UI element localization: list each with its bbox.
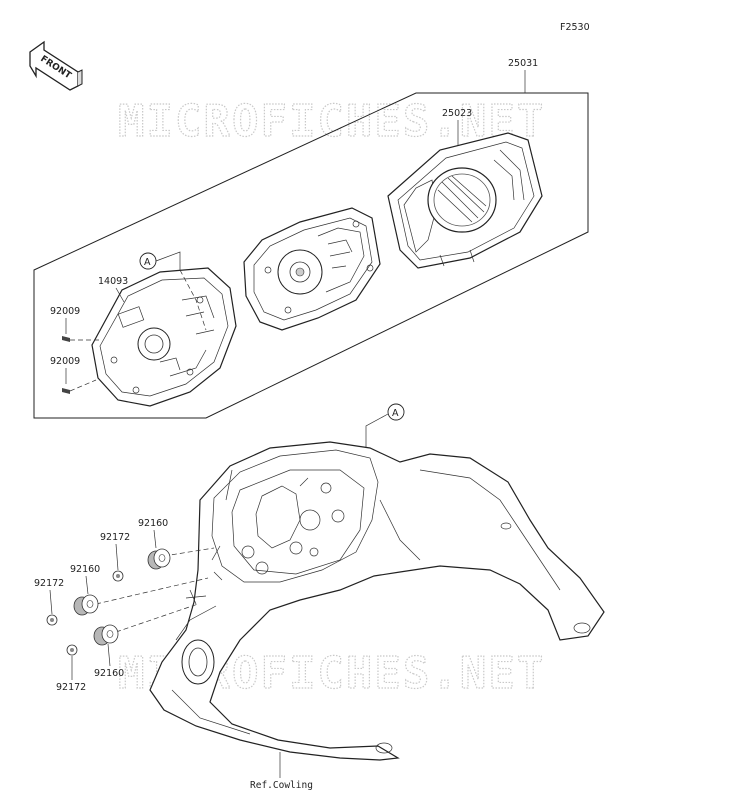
assembly-boundary: [33, 92, 589, 419]
meter-unit-part: [243, 207, 381, 331]
meter-cover-part: [387, 132, 543, 269]
label-25023: 25023: [442, 108, 472, 119]
collar-icon: [66, 644, 78, 656]
label-92172-a: 92172: [100, 532, 130, 543]
cowling-part: [149, 441, 605, 761]
dash-line-2: [95, 577, 209, 605]
grommet-icon: [147, 548, 171, 570]
label-92172-b: 92172: [34, 578, 64, 589]
front-arrow-icon: FRONT: [29, 40, 83, 91]
dash-line-3: [115, 603, 199, 633]
leader-92160-c: [107, 643, 111, 667]
ref-letter-upper: A: [144, 257, 151, 268]
label-14093: 14093: [98, 276, 128, 287]
leader-14093: [115, 287, 125, 303]
watermark-top: MICROFICHES.NET: [118, 96, 545, 147]
label-92160-a: 92160: [138, 518, 168, 529]
collar-icon: [112, 570, 124, 582]
leader-a-upper: [155, 251, 181, 270]
screw-icon: [62, 379, 97, 394]
meter-lower-case-part: [91, 267, 237, 407]
ref-letter-lower: A: [392, 408, 399, 419]
screw-icon: [62, 336, 100, 342]
leader-92172-b: [49, 589, 53, 615]
label-92009-b: 92009: [50, 356, 80, 367]
grommet-icon: [93, 624, 119, 646]
dash-a-upper: [179, 269, 207, 331]
leader-92160-b: [85, 575, 89, 595]
label-25031: 25031: [508, 58, 538, 69]
label-92172-c: 92172: [56, 682, 86, 693]
leader-92172-a: [115, 543, 119, 571]
ref-cowling-note: Ref.Cowling: [250, 780, 313, 791]
label-92160-c: 92160: [94, 668, 124, 679]
grommet-icon: [73, 594, 99, 616]
label-92009-a: 92009: [50, 306, 80, 317]
leader-92160-a: [153, 529, 157, 549]
ref-circle-lower: [387, 403, 405, 421]
diagram-code: F2530: [560, 22, 590, 33]
dash-line-1: [163, 547, 215, 557]
collar-icon: [46, 614, 58, 626]
label-92160-b: 92160: [70, 564, 100, 575]
